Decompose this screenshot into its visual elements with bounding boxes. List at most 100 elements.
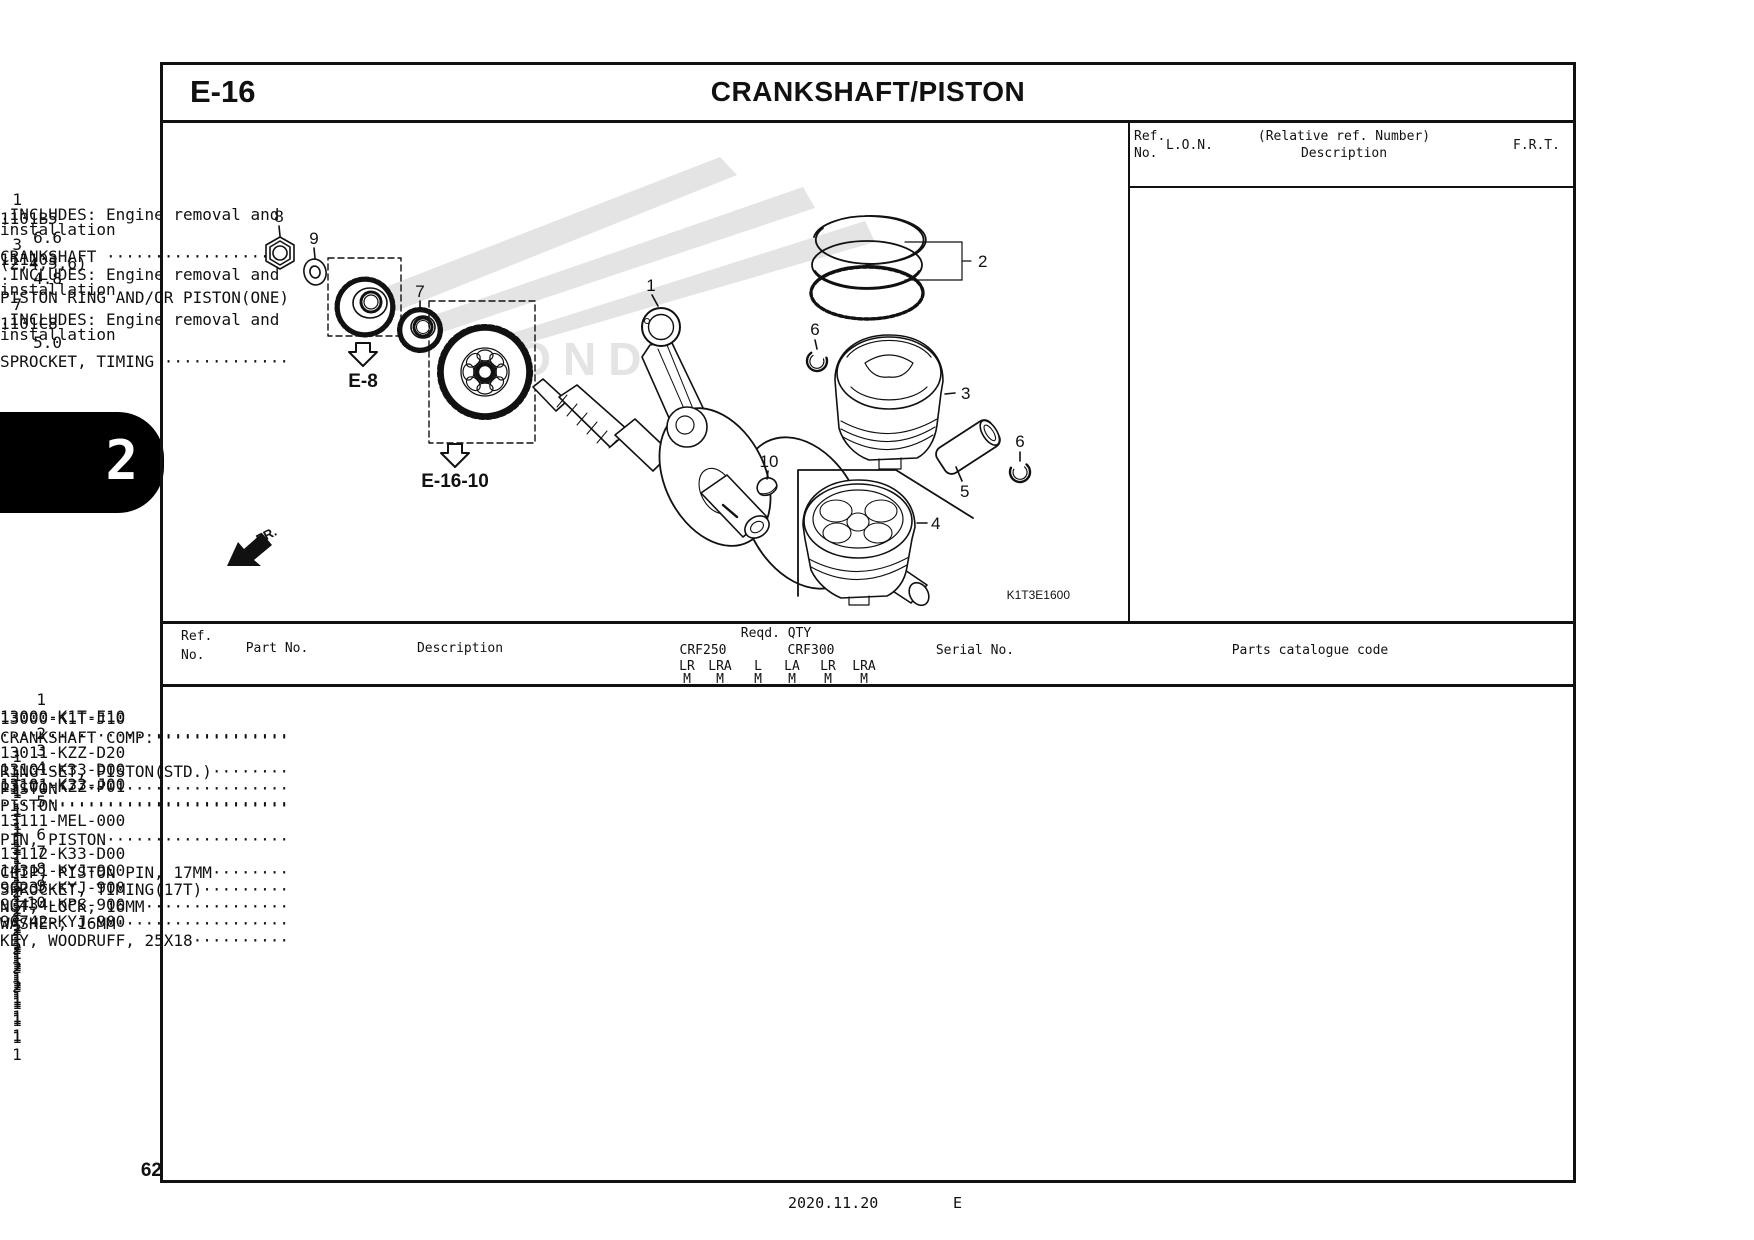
cell-ref-no: 2 — [36, 724, 46, 743]
table-model-crf300: CRF300 — [787, 643, 835, 658]
cell-qty: 2 — [12, 882, 22, 901]
cell-qty: 1 — [12, 973, 22, 992]
cell-description: ······························ — [0, 726, 289, 745]
ref-panel-left-border — [1128, 122, 1130, 622]
table-variant-sub: M — [860, 672, 868, 687]
ref-panel-description: installation — [0, 220, 116, 239]
cell-ref-no: 5 — [36, 792, 46, 811]
cell-part-no: 13000-K1T-E10 — [0, 707, 126, 726]
table-col-partno: Part No. — [245, 641, 309, 656]
callout-e8: E-8 — [348, 371, 378, 392]
cell-qty: 1 — [12, 956, 22, 975]
table-variant-label: L — [754, 659, 762, 674]
cell-qty: 2 — [12, 977, 22, 996]
cell-qty: - — [12, 842, 22, 861]
piston-alt-part — [802, 479, 928, 606]
piston-alt-box — [797, 469, 974, 597]
cell-ref-no: 1 — [36, 690, 46, 709]
cell-qty: 1 — [12, 935, 22, 954]
cell-qty: 1 — [12, 868, 22, 887]
cell-qty: 1 — [12, 954, 22, 973]
ref-panel-description: (2,4,5,6) — [0, 254, 87, 273]
cell-part-no: 90742-KYJ-900 — [0, 912, 126, 931]
cell-qty: 1 — [12, 876, 22, 895]
table-variant-label: LRA — [708, 659, 732, 674]
table-col-catalogue-code: Parts catalogue code — [1231, 643, 1389, 658]
cell-qty: 1 — [12, 1009, 22, 1028]
cam-gear-part — [437, 324, 533, 420]
cell-qty: 1 — [12, 802, 22, 821]
ref-panel-lon: 1101C8 — [0, 314, 58, 333]
cell-qty: - — [12, 823, 22, 842]
cell-qty: - — [12, 745, 22, 764]
cell-description: WASHER, 16MM·················· — [0, 914, 289, 933]
piston-pin-clip-part — [805, 351, 829, 373]
cell-qty: - — [12, 817, 22, 836]
table-col-refno: Ref. No. — [181, 629, 213, 663]
cell-qty: 1 — [12, 1028, 22, 1047]
cell-qty: 1 — [12, 781, 22, 800]
table-variant-sub: M — [788, 672, 796, 687]
ref-panel-frt: 5.0 — [33, 333, 62, 352]
ref-panel-line: installation — [0, 325, 1754, 344]
part-label-2: 2 — [978, 252, 987, 271]
cell-qty: - — [12, 804, 22, 823]
cell-qty: 1 — [12, 950, 22, 969]
ref-panel-description: installation — [0, 280, 116, 299]
ref-panel-line: .INCLUDES: Engine removal and — [0, 205, 1754, 224]
table-variant-label: LR — [820, 659, 836, 674]
ref-panel-description: CRANKSHAFT ··················· — [0, 247, 289, 266]
cell-qty: - — [12, 853, 22, 872]
primary-gear-part — [334, 276, 396, 338]
table-variant-sub: M — [716, 672, 724, 687]
cell-qty: 1 — [12, 975, 22, 994]
table-variant-label: LRA — [852, 659, 876, 674]
cell-qty: 1 — [12, 990, 22, 1009]
cell-qty: 1 — [12, 969, 22, 988]
table-col-reqd-qty: Reqd. QTY — [740, 626, 812, 641]
cell-qty: 1 — [12, 988, 22, 1007]
cell-qty: - — [12, 891, 22, 910]
cell-qty: - — [12, 851, 22, 870]
part-label-4: 4 — [931, 514, 940, 533]
part-label-5: 5 — [960, 482, 969, 501]
cell-qty: - — [12, 798, 22, 817]
part-label-9: 9 — [309, 229, 318, 248]
ref-panel-col-lon: L.O.N. — [1166, 138, 1213, 153]
pin-leader — [955, 466, 963, 482]
cell-qty: - — [12, 889, 22, 908]
ref-panel-description: SPROCKET, TIMING ············· — [0, 352, 289, 371]
cell-qty: 1 — [12, 887, 22, 906]
cell-qty: 1 — [12, 819, 22, 838]
cell-qty: - — [12, 785, 22, 804]
piston-pin-clip-part — [1008, 463, 1032, 484]
cell-ref-no: 3 — [36, 741, 46, 760]
part-label-7: 7 — [415, 282, 424, 301]
cell-description: CLIP, PISTON PIN, 17MM········ — [0, 863, 289, 882]
cell-qty: 1 — [12, 855, 22, 874]
ref-panel-line: 3(2,4,5,6) — [0, 235, 1754, 273]
cell-part-no: 13101-K33-D00 — [0, 760, 126, 779]
cell-ref-no: 9 — [36, 876, 46, 895]
cell-description: KEY, WOODRUFF, 25X18·········· — [0, 931, 289, 950]
nut-part — [265, 225, 295, 270]
cell-qty: 1 — [12, 857, 22, 876]
clip-leader — [814, 339, 818, 350]
cell-qty: 1 — [12, 994, 22, 1013]
cell-qty: 1 — [12, 906, 22, 925]
cell-qty: 1 — [12, 840, 22, 859]
chapter-tab: 2 — [0, 412, 164, 513]
cell-qty: 1 — [12, 952, 22, 971]
e8-callout-arrow — [348, 342, 378, 367]
honda-watermark: HONDA — [365, 157, 875, 385]
cell-qty: 1 — [12, 849, 22, 868]
